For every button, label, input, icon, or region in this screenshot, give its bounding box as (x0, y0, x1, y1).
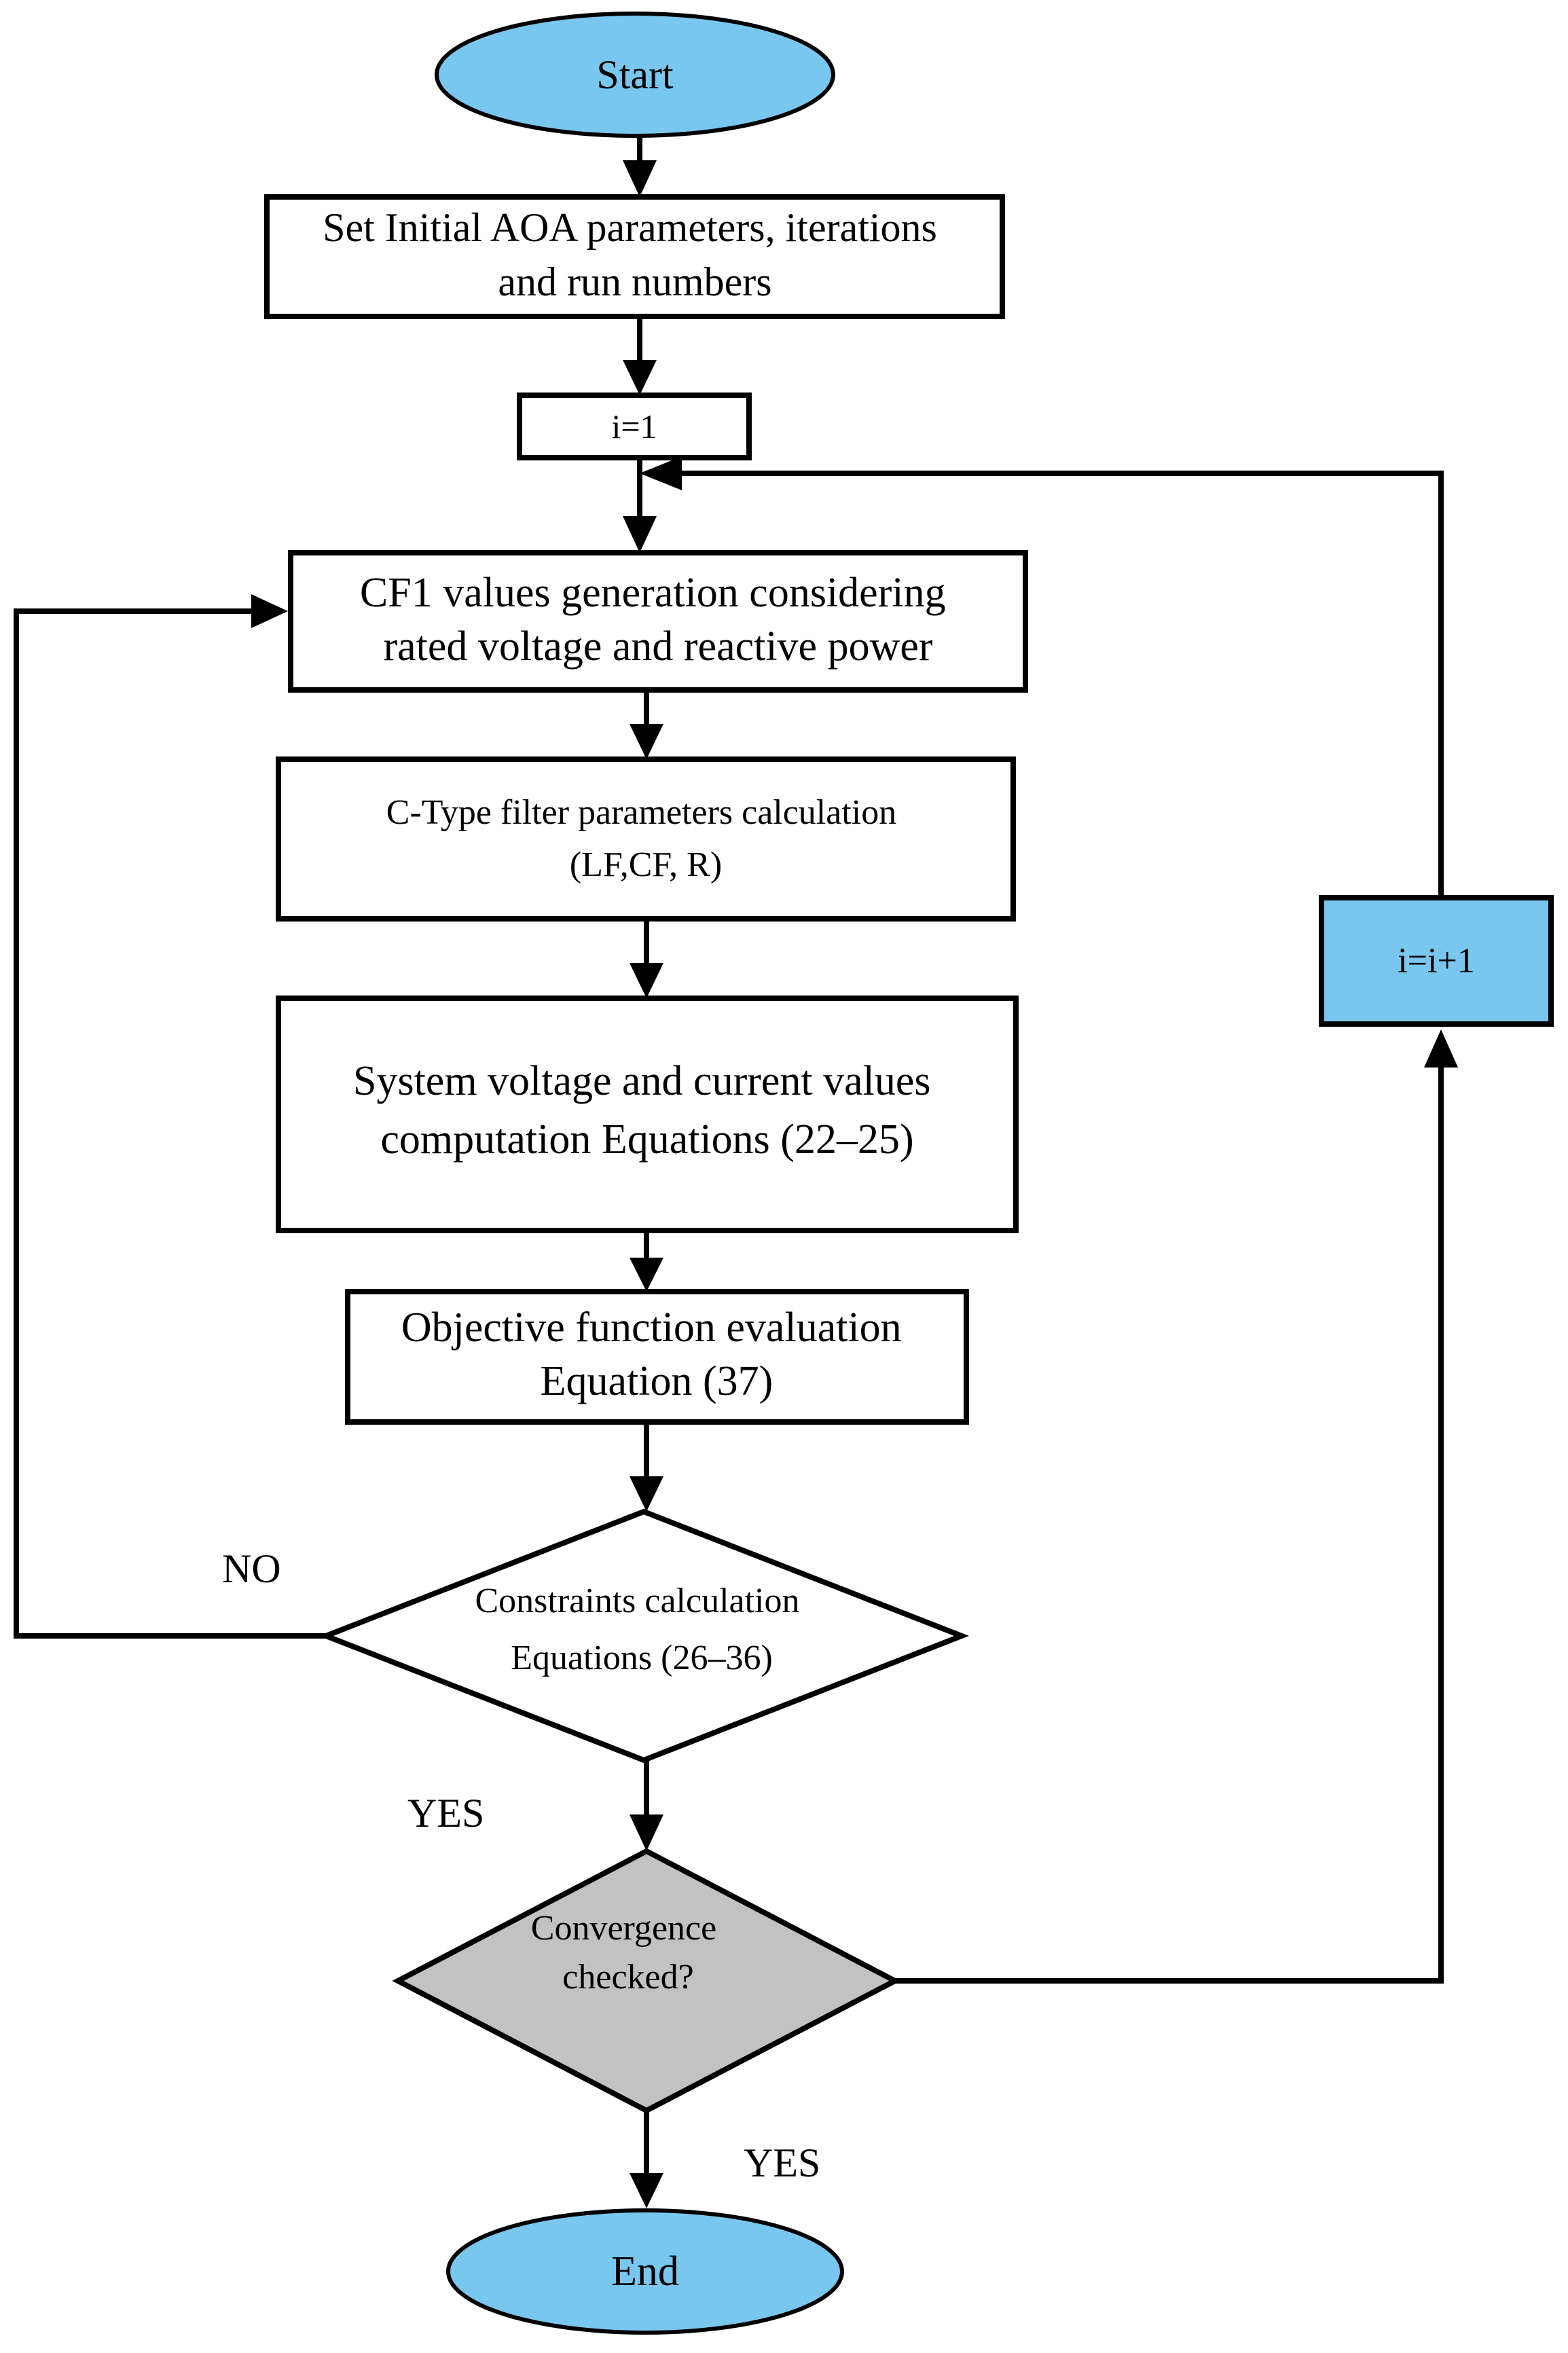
constraints-decision (318, 1508, 969, 1764)
setup-label-line-2: and run numbers (498, 259, 771, 304)
setup-process-box (264, 194, 1005, 319)
system-label-line-2: computation Equations (22–25) (380, 1116, 913, 1163)
connector-constraints-no-loop (14, 608, 326, 1639)
start-terminal (435, 12, 835, 138)
connector-convergence-to-increment (895, 1068, 1444, 1984)
arrowhead (630, 963, 663, 998)
end-terminal (446, 2208, 844, 2335)
constraints-decision-label: Constraints calculation Equations (26–36… (475, 1582, 808, 1677)
arrowhead (251, 594, 288, 628)
convergence-label-line-1: Convergence (531, 1909, 716, 1948)
constraints-label-line-2: Equations (26–36) (511, 1639, 773, 1677)
system-computation-label: System voltage and current values comput… (353, 1058, 941, 1163)
arrowhead (623, 160, 657, 197)
arrowhead (640, 456, 682, 490)
no-branch-label: NO (222, 1546, 281, 1591)
init-index-label: i=1 (611, 407, 657, 445)
arrowhead (630, 1258, 663, 1292)
end-label: End (611, 2248, 679, 2295)
start-label: Start (596, 52, 674, 97)
cf1-label-line-2: rated voltage and reactive power (383, 623, 932, 670)
arrowhead (623, 516, 657, 553)
system-label-line-1: System voltage and current values (353, 1058, 931, 1104)
cf1-generation-box (288, 550, 1028, 693)
ctype-filter-label: C-Type filter parameters calculation (LF… (386, 793, 905, 884)
connector-increment-to-loop (682, 471, 1444, 898)
arrowhead (623, 360, 657, 395)
yes-branch-label-convergence: YES (744, 2140, 820, 2185)
convergence-label-line-2: checked? (562, 1958, 693, 1996)
init-index-box (517, 393, 752, 460)
objective-evaluation-box (345, 1289, 969, 1425)
setup-label-line-1: Set Initial AOA parameters, iterations (323, 205, 937, 250)
convergence-decision (392, 1848, 901, 2114)
constraints-label-line-1: Constraints calculation (475, 1582, 799, 1620)
objective-label-line-1: Objective function evaluation (401, 1305, 902, 1351)
arrowhead (630, 1814, 663, 1851)
arrowhead (630, 1476, 663, 1512)
yes-branch-label-constraints: YES (407, 1791, 484, 1836)
arrowhead (630, 724, 663, 759)
objective-label-line-2: Equation (37) (541, 1358, 773, 1404)
ctype-filter-box (276, 756, 1016, 922)
cf1-generation-label: CF1 values generation considering rated … (360, 570, 956, 670)
ctype-label-line-2: (LF,CF, R) (570, 845, 722, 884)
increment-index-label: i=i+1 (1398, 942, 1475, 981)
setup-process-label: Set Initial AOA parameters, iterations a… (323, 205, 947, 304)
increment-index-box (1319, 895, 1554, 1027)
arrowhead (630, 2173, 663, 2208)
ctype-label-line-1: C-Type filter parameters calculation (386, 793, 896, 832)
cf1-label-line-1: CF1 values generation considering (360, 570, 946, 616)
arrowhead (1424, 1029, 1458, 1068)
objective-evaluation-label: Objective function evaluation Equation (… (401, 1305, 912, 1404)
system-computation-box (276, 996, 1019, 1233)
convergence-decision-label: Convergence checked? (531, 1909, 725, 1996)
